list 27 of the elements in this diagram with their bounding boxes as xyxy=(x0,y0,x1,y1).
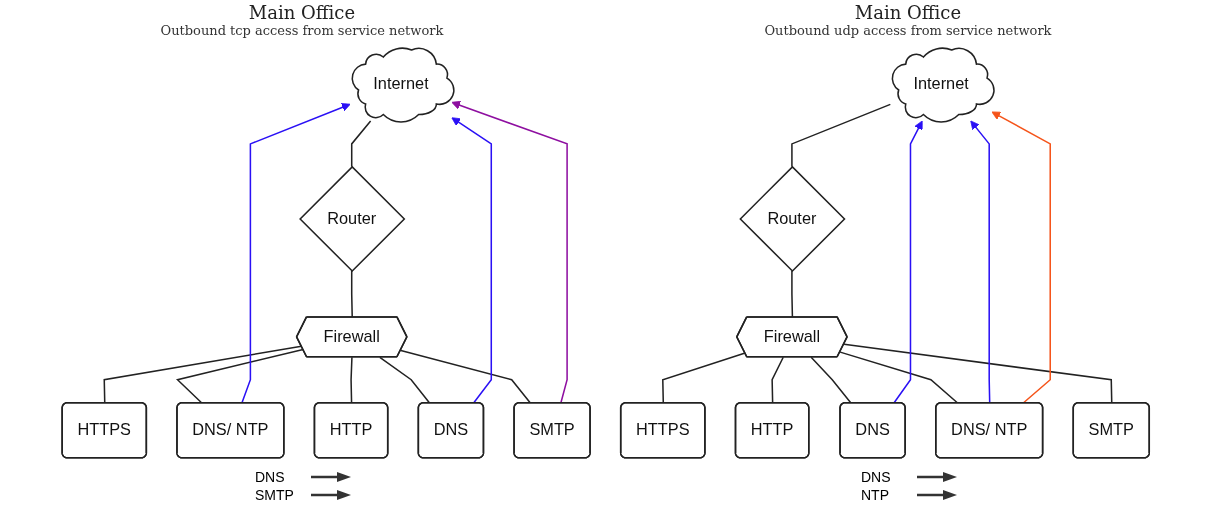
arrow xyxy=(451,117,493,404)
node-diamond xyxy=(739,165,846,273)
node-diamond xyxy=(299,165,406,273)
connector xyxy=(810,356,853,404)
legend-text: DNS xyxy=(861,469,892,485)
heading: Main Office xyxy=(854,2,962,23)
legend-text: NTP xyxy=(861,487,890,503)
legend-text: SMTP xyxy=(255,487,295,503)
legend-text: DNS xyxy=(255,469,286,485)
connector xyxy=(839,351,959,404)
connector xyxy=(351,120,372,168)
connector xyxy=(843,343,1113,404)
arrow xyxy=(451,100,569,404)
connector xyxy=(400,349,532,404)
network-diagram: Internet Internet Router Router Firewall Firewall HTTPS DNS/ NTP HTTP DNS SMTP HTTPS HTTP DNS DNS/ NTP SMTP xyxy=(54,40,1158,466)
connector xyxy=(176,348,305,404)
connector xyxy=(379,356,431,404)
connector xyxy=(103,345,303,404)
arrow xyxy=(893,120,923,404)
arrow xyxy=(970,120,991,404)
connector xyxy=(662,352,747,404)
connector xyxy=(350,356,353,404)
connector xyxy=(771,356,785,404)
arrow xyxy=(241,103,351,404)
connector xyxy=(791,103,892,168)
heading: Main Office xyxy=(248,2,356,23)
arrow xyxy=(991,111,1052,404)
